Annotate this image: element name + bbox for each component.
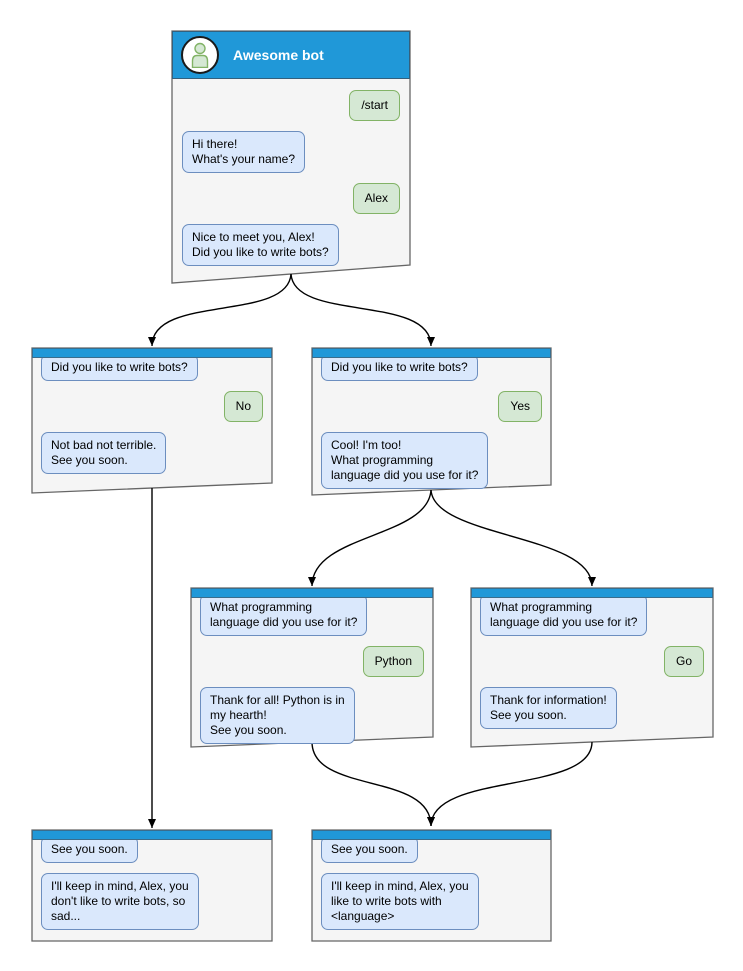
chat-window-branch-yes: Did you like to write bots? Yes Cool! I'… <box>312 348 551 495</box>
chat-window-lang-python: What programming language did you use fo… <box>191 588 433 747</box>
bot-message-bubble: See you soon. <box>41 836 138 863</box>
arrow-go-to-end <box>427 741 593 827</box>
chat-window-main: /start Hi there! What's your name? Alex … <box>172 31 410 283</box>
window-header-bar <box>312 830 551 840</box>
chat-messages: See you soon. I'll keep in mind, Alex, y… <box>32 836 272 930</box>
arrow-main-to-no <box>148 273 292 347</box>
user-message-bubble: Python <box>362 646 424 677</box>
chat-window-end-yes: See you soon. I'll keep in mind, Alex, y… <box>312 830 551 941</box>
bot-message-bubble: What programming language did you use fo… <box>200 594 368 636</box>
arrow-python-to-end <box>311 741 435 827</box>
bot-message-bubble: Did you like to write bots? <box>41 354 198 381</box>
window-header-bar <box>471 588 713 598</box>
person-icon <box>191 42 209 68</box>
flow-arrows <box>148 273 596 828</box>
chat-window-lang-go: What programming language did you use fo… <box>471 588 713 747</box>
user-message-bubble: Alex <box>352 183 400 214</box>
bot-message-bubble: Cool! I'm too! What programming language… <box>321 432 489 489</box>
bot-message-bubble: Did you like to write bots? <box>321 354 478 381</box>
chat-messages: What programming language did you use fo… <box>471 594 713 729</box>
avatar <box>181 36 219 74</box>
user-message-bubble: Go <box>663 646 704 677</box>
chat-window-branch-no: Did you like to write bots? No Not bad n… <box>32 348 272 493</box>
chat-messages: See you soon. I'll keep in mind, Alex, y… <box>312 836 551 930</box>
bot-message-bubble: Thank for information! See you soon. <box>480 687 617 729</box>
window-titlebar: Awesome bot <box>172 31 410 79</box>
arrow-yes-to-go <box>430 489 596 587</box>
window-header-bar <box>32 830 272 840</box>
chat-messages: What programming language did you use fo… <box>191 594 433 744</box>
bot-message-bubble: Nice to meet you, Alex! Did you like to … <box>182 224 339 266</box>
bot-message-bubble: I'll keep in mind, Alex, you like to wri… <box>321 873 479 930</box>
arrow-main-to-yes <box>290 273 435 347</box>
bot-message-bubble: What programming language did you use fo… <box>480 594 648 636</box>
chat-window-end-no: See you soon. I'll keep in mind, Alex, y… <box>32 830 272 941</box>
chat-messages: Did you like to write bots? No Not bad n… <box>32 354 272 474</box>
user-message-bubble: /start <box>349 90 400 121</box>
bot-message-bubble: Not bad not terrible. See you soon. <box>41 432 167 474</box>
bot-message-bubble: See you soon. <box>321 836 418 863</box>
window-title: Awesome bot <box>233 47 324 63</box>
chat-messages: Did you like to write bots? Yes Cool! I'… <box>312 354 551 489</box>
bot-message-bubble: I'll keep in mind, Alex, you don't like … <box>41 873 199 930</box>
user-message-bubble: Yes <box>498 391 542 422</box>
chat-messages: /start Hi there! What's your name? Alex … <box>172 79 410 277</box>
window-header-bar <box>191 588 433 598</box>
bot-message-bubble: Thank for all! Python is in my hearth! S… <box>200 687 355 744</box>
arrow-yes-to-python <box>308 489 432 587</box>
window-header-bar <box>312 348 551 358</box>
user-message-bubble: No <box>223 391 263 422</box>
window-header-bar <box>32 348 272 358</box>
bot-message-bubble: Hi there! What's your name? <box>182 131 306 173</box>
